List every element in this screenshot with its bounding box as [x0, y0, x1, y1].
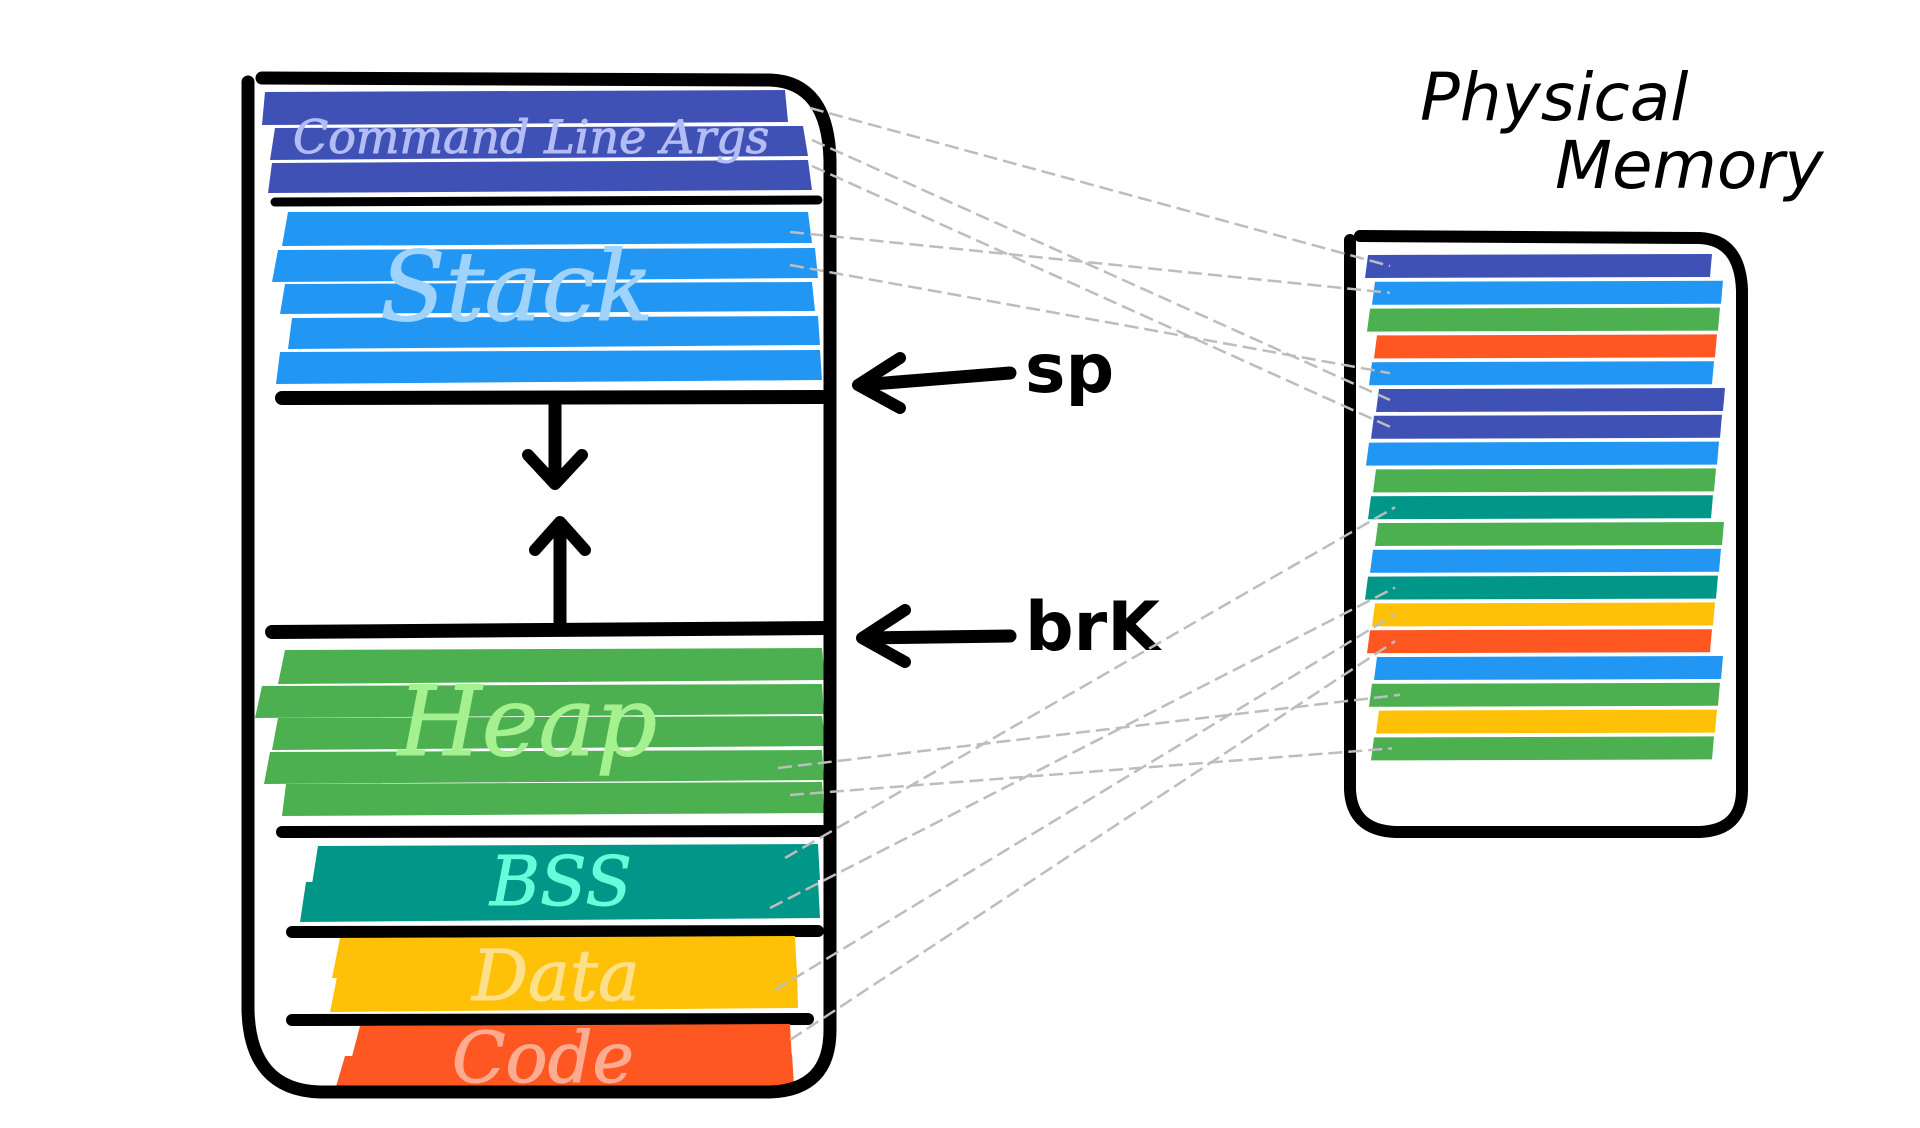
- segment-heap: Heap: [255, 648, 826, 816]
- args-divider: [270, 195, 823, 207]
- mapping-line: [811, 164, 1391, 428]
- stack-band: [272, 212, 822, 384]
- physical-strip-data: [1372, 602, 1715, 627]
- physical-strip-bss: [1365, 575, 1718, 600]
- bss-band: [300, 844, 820, 922]
- segment-code: Code: [335, 1017, 794, 1100]
- brk-label: brK: [1025, 588, 1162, 667]
- physical-strip-code: [1367, 629, 1712, 654]
- physical-memory: Physical Memory: [1344, 59, 1824, 838]
- physical-title-line2: Memory: [1555, 127, 1824, 204]
- virtual-memory: Command Line Args Stack Heap: [241, 71, 1162, 1100]
- mapping-line: [769, 586, 1396, 910]
- data-band: [330, 936, 798, 1012]
- physical-strip-heap: [1373, 468, 1716, 493]
- segment-stack: Stack: [272, 212, 822, 384]
- physical-strip-heap: [1369, 682, 1720, 707]
- mapping-lines: [769, 106, 1401, 1042]
- physical-strips: [1365, 254, 1725, 761]
- physical-strip-stack: [1366, 441, 1719, 466]
- args-label: Command Line Args: [293, 110, 769, 164]
- physical-strip-args: [1365, 254, 1712, 278]
- mapping-line: [784, 506, 1396, 860]
- sp-label: sp: [1025, 330, 1114, 409]
- segment-args: Command Line Args: [262, 90, 812, 193]
- physical-strip-heap: [1371, 736, 1714, 761]
- physical-title-line1: Physical: [1420, 59, 1689, 136]
- heap-label: Heap: [396, 666, 657, 778]
- physical-strip-args: [1371, 414, 1722, 439]
- heap-growth-arrow: [529, 516, 591, 629]
- mapping-line: [809, 106, 1391, 268]
- stack-growth-arrow: [522, 395, 588, 490]
- virtual-memory-outline: [241, 71, 837, 1099]
- code-band: [335, 1024, 794, 1090]
- data-label: Data: [470, 935, 640, 1017]
- mapping-line: [789, 747, 1393, 797]
- heap-band: [255, 648, 826, 816]
- physical-strip-heap: [1375, 522, 1724, 546]
- mapping-line: [789, 640, 1396, 1042]
- physical-strip-stack: [1369, 361, 1714, 386]
- code-label: Code: [452, 1017, 634, 1099]
- mapping-line: [777, 693, 1401, 770]
- sp-pointer: sp: [852, 330, 1114, 414]
- heap-boundary: [265, 621, 833, 639]
- physical-strip-stack: [1374, 656, 1723, 680]
- physical-strip-args: [1376, 388, 1725, 412]
- stack-label: Stack: [380, 231, 654, 343]
- bss-data-divider: [286, 925, 824, 938]
- physical-strip-stack: [1372, 280, 1723, 305]
- data-code-divider: [286, 1013, 814, 1026]
- physical-strip-code: [1374, 334, 1717, 359]
- segment-data: Data: [330, 935, 798, 1018]
- mapping-line: [789, 230, 1391, 295]
- physical-strip-stack: [1370, 548, 1721, 573]
- heap-bss-divider: [276, 825, 828, 838]
- bss-label: BSS: [488, 843, 632, 922]
- mapping-line: [774, 613, 1396, 992]
- physical-memory-outline: [1344, 230, 1748, 838]
- physical-strip-bss: [1368, 495, 1713, 520]
- brk-pointer: brK: [856, 588, 1162, 668]
- args-band: [262, 90, 812, 193]
- physical-strip-heap: [1367, 307, 1720, 332]
- mapping-line: [789, 263, 1391, 375]
- physical-strip-data: [1376, 709, 1717, 734]
- segment-bss: BSS: [300, 843, 820, 923]
